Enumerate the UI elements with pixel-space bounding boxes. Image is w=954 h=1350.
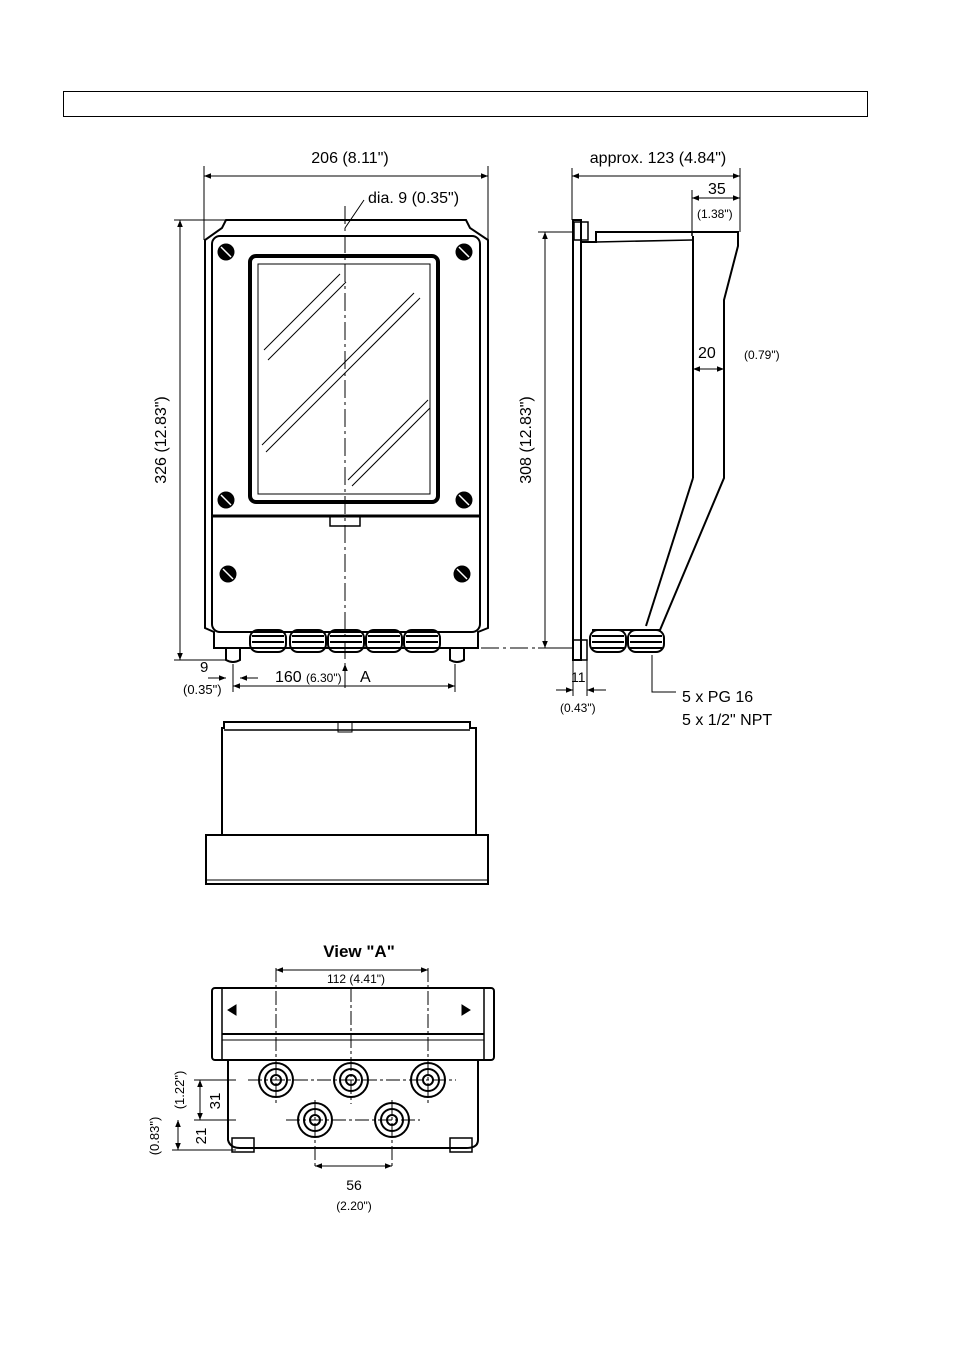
- side-depth-label: approx. 123 (4.84"): [590, 150, 726, 167]
- view-a-marker: A: [360, 669, 371, 686]
- front-view: [205, 206, 545, 690]
- side-glands: [590, 630, 664, 652]
- gland-spec-pg: 5 x PG 16: [682, 689, 753, 706]
- wall-plate: [573, 220, 581, 660]
- front-dimension-labels: 206 (8.11") dia. 9 (0.35") 326 (12.83") …: [153, 150, 459, 697]
- side-dimensions: [538, 168, 740, 696]
- bottom-offset-inch-label: (0.43"): [560, 701, 596, 715]
- front-dimensions: [174, 166, 488, 692]
- row-spacing-label: 31: [207, 1093, 224, 1110]
- side-housing-outline: [581, 232, 738, 630]
- view-a-body: [228, 1060, 478, 1148]
- display-window-outer: [250, 256, 438, 502]
- top-view-base: [206, 835, 488, 884]
- view-a-title: View "A": [323, 942, 395, 961]
- view-a-bottom-inch-label: (0.83"): [147, 1117, 162, 1156]
- lower-spacing-inch-label: (2.20"): [336, 1199, 372, 1213]
- view-a: [212, 968, 494, 1168]
- mounting-foot-left: [226, 648, 240, 662]
- view-a-lid: [212, 988, 494, 1060]
- top-view: [206, 722, 488, 884]
- front-height-label: 326 (12.83"): [153, 396, 170, 484]
- wall-depth-label: 20: [698, 345, 716, 362]
- front-width-label: 206 (8.11"): [311, 150, 388, 167]
- side-view: [573, 220, 738, 660]
- hole-diameter-label: dia. 9 (0.35"): [368, 190, 459, 207]
- edge-distance-label: 9: [200, 659, 208, 676]
- foot-spacing-label: 160: [275, 669, 302, 686]
- top-offset-label: 35: [708, 181, 726, 198]
- row-spacing-inch-label: (1.22"): [172, 1071, 187, 1110]
- edge-distance-inch-label: (0.35"): [183, 682, 222, 697]
- view-a-spacing-label: 112 (4.41"): [327, 972, 385, 986]
- bottom-offset-label: 11: [571, 669, 586, 685]
- view-a-bottom-label: 21: [193, 1128, 210, 1145]
- side-height-label: 308 (12.83"): [518, 396, 535, 484]
- top-offset-inch-label: (1.38"): [697, 207, 733, 221]
- view-a-glands: [259, 1063, 445, 1137]
- front-housing-outline: [205, 220, 488, 648]
- foot-spacing-inch-label: (6.30"): [306, 671, 342, 685]
- wall-depth-inch-label: (0.79"): [744, 348, 780, 362]
- gland-spec-npt: 5 x 1/2" NPT: [682, 712, 772, 729]
- top-view-body: [222, 722, 476, 835]
- mounting-foot-right: [450, 648, 464, 662]
- display-window-inner: [258, 264, 430, 494]
- lower-spacing-label: 56: [346, 1177, 362, 1193]
